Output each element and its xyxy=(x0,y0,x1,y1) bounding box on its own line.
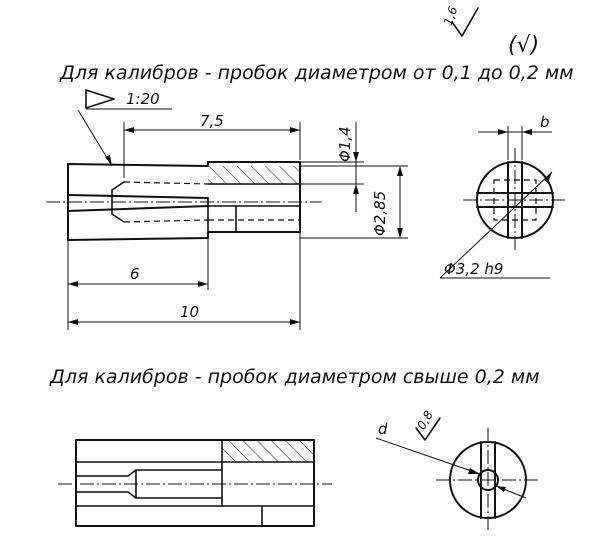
roughness-general: (√) xyxy=(508,33,539,58)
dim-slot-b: b xyxy=(540,113,550,131)
dim-7-5: 7,5 xyxy=(200,112,224,130)
roughness-symbol: 1,6 (√) xyxy=(441,4,539,58)
roughness-value: 1,6 xyxy=(441,4,461,27)
hatch-area xyxy=(208,166,300,184)
taper-callout: 1:20 xyxy=(77,89,172,167)
dim-6: 6 xyxy=(130,265,140,283)
dim-d: d xyxy=(378,420,388,438)
caption-2: Для калибров - пробок диаметром свыше 0,… xyxy=(49,366,540,388)
side-view-2 xyxy=(58,439,332,527)
dim-diam-2-85: Φ2,85 xyxy=(371,191,389,236)
end-view-1: b Φ3,2 h9 xyxy=(439,113,567,279)
end-view-2: d 0,8 xyxy=(375,408,540,532)
dim-10: 10 xyxy=(180,303,199,321)
side-view-1 xyxy=(46,161,322,241)
hatch-area-2 xyxy=(222,440,314,462)
taper-ratio: 1:20 xyxy=(126,90,160,108)
dim-diam-3-2-h9: Φ3,2 h9 xyxy=(444,260,503,278)
dim-diam-1-4: Φ1,4 xyxy=(336,126,354,162)
caption-1: Для калибров - пробок диаметром от 0,1 д… xyxy=(59,62,574,84)
dimensions-view-1: 7,5 Φ1,4 Φ2,85 6 10 xyxy=(67,112,408,330)
